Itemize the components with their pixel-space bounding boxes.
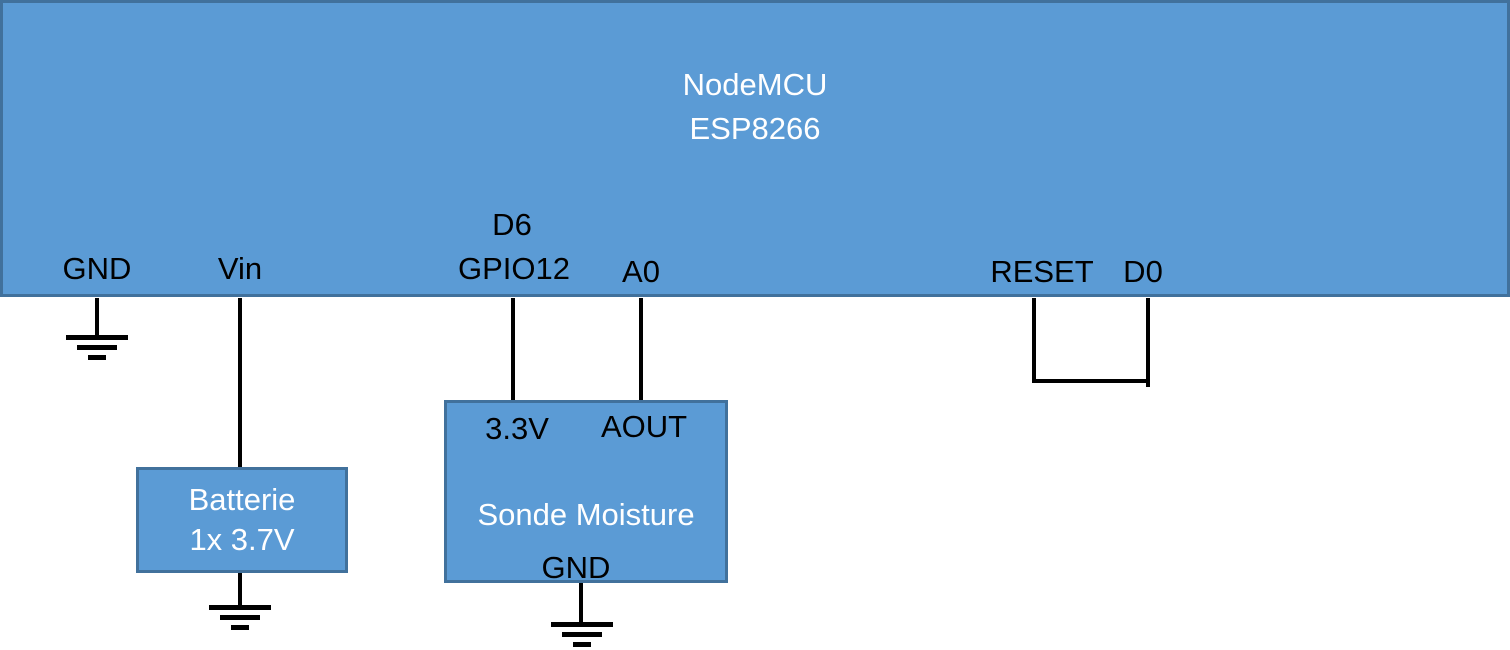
- ground-bar: [573, 642, 591, 647]
- ground-bar: [231, 625, 249, 630]
- ground-bar: [562, 632, 602, 637]
- wire-vin-to-battery: [238, 298, 242, 467]
- board-title-line1: NodeMCU: [682, 67, 828, 102]
- moisture-sensor-box: 3.3V AOUT Sonde Moisture GND: [444, 400, 728, 585]
- nodemcu-board: NodeMCU ESP8266: [0, 0, 1510, 297]
- sensor-pin-33v: 3.3V: [485, 411, 549, 446]
- wire-reset-down: [1032, 298, 1036, 382]
- battery-box: Batterie 1x 3.7V: [136, 467, 348, 573]
- pin-label-vin: Vin: [217, 251, 263, 286]
- battery-label-line2: 1x 3.7V: [189, 522, 295, 557]
- ground-bar: [551, 622, 613, 627]
- pin-label-d6: D6: [492, 207, 532, 242]
- ground-bar: [88, 355, 106, 360]
- ground-symbol-board: [66, 335, 128, 360]
- wire-gnd: [95, 298, 99, 338]
- wire-sensor-ground: [579, 583, 583, 624]
- pin-label-gpio12: GPIO12: [458, 251, 570, 286]
- ground-bar: [209, 605, 271, 610]
- ground-bar: [77, 345, 117, 350]
- sensor-pin-aout: AOUT: [600, 409, 688, 444]
- wire-reset-d0-bridge: [1032, 379, 1150, 383]
- wire-gpio12-to-33v: [511, 298, 515, 400]
- sensor-pin-gnd: GND: [541, 550, 611, 585]
- board-title: NodeMCU ESP8266: [3, 63, 1507, 151]
- ground-bar: [66, 335, 128, 340]
- ground-bar: [220, 615, 260, 620]
- sensor-title: Sonde Moisture: [477, 497, 695, 532]
- pin-label-reset: RESET: [990, 254, 1094, 289]
- pin-label-d0: D0: [1123, 254, 1163, 289]
- pin-label-gnd: GND: [62, 251, 132, 286]
- wire-a0-to-aout: [639, 298, 643, 400]
- battery-label-line1: Batterie: [188, 482, 296, 517]
- wire-battery-ground: [238, 573, 242, 607]
- pin-label-a0: A0: [622, 254, 660, 289]
- ground-symbol-sensor: [551, 622, 613, 647]
- board-title-line2: ESP8266: [689, 111, 821, 146]
- wire-d0-down: [1146, 298, 1150, 387]
- ground-symbol-battery: [209, 605, 271, 630]
